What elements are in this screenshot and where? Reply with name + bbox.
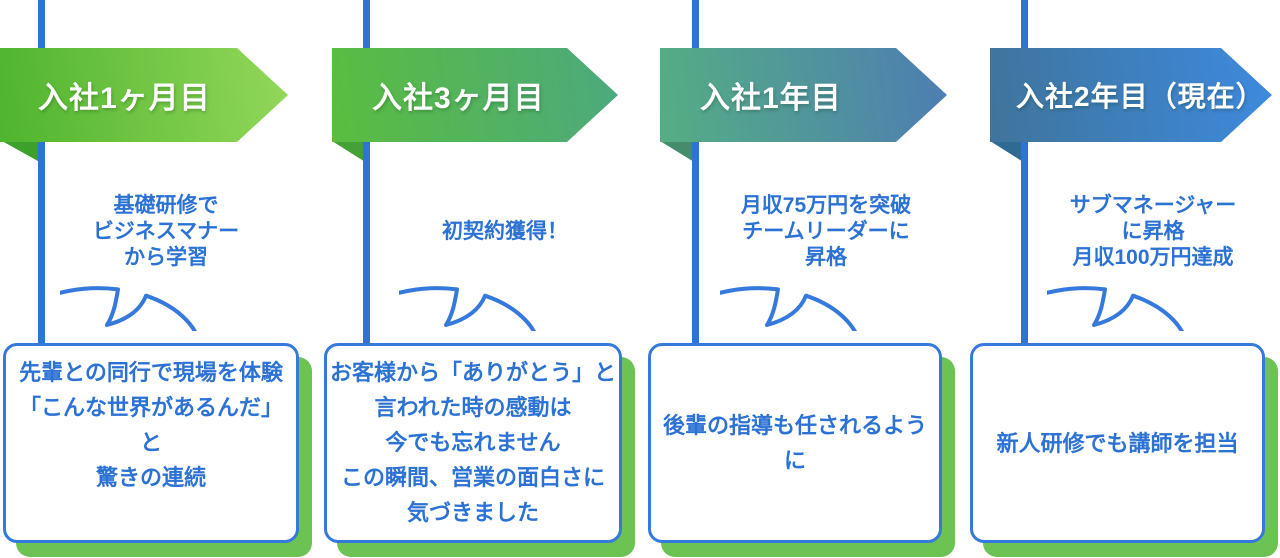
bubble-text: 初契約獲得！: [442, 220, 568, 243]
milestone-arrow-banner: 入社1ヶ月目: [0, 48, 288, 142]
speech-bubble-shape: [60, 286, 197, 331]
milestone-label: 入社1ヶ月目: [38, 82, 211, 115]
milestone-arrow-banner: 入社3ヶ月目: [332, 48, 618, 142]
milestone-label: 入社3ヶ月目: [372, 82, 545, 115]
timeline-connector-line: [363, 0, 370, 346]
speech-bubble: 初契約獲得！: [399, 161, 611, 331]
milestone-detail-card: 新人研修でも講師を担当: [970, 343, 1265, 543]
speech-bubble-shape: [399, 286, 536, 331]
card-text: 後輩の指導も任されるように: [662, 413, 927, 473]
milestone-detail-card: 後輩の指導も任されるように: [648, 343, 942, 543]
bubble-text: 基礎研修で ビジネスマナー から学習: [92, 194, 240, 269]
timeline-connector-line: [1021, 0, 1028, 346]
speech-bubble-shape: [720, 286, 857, 331]
speech-bubble: 月収75万円を突破 チームリーダーに 昇格: [720, 161, 932, 331]
speech-bubble: 基礎研修で ビジネスマナー から学習: [60, 161, 272, 331]
card-text: 先輩との同行で現場を体験 「こんな世界があるんだ」と 驚きの連続: [18, 360, 283, 490]
milestone-detail-card: 先輩との同行で現場を体験 「こんな世界があるんだ」と 驚きの連続: [3, 343, 299, 543]
card-text: 新人研修でも講師を担当: [996, 430, 1239, 456]
milestone-label: 入社1年目: [700, 82, 842, 115]
bubble-text: 月収75万円を突破 チームリーダーに 昇格: [740, 194, 912, 269]
timeline-connector-line: [38, 0, 45, 346]
card-text: お客様から「ありがとう」と 言われた時の感動は 今でも忘れません この瞬間、営業…: [330, 360, 617, 525]
bubble-text: サブマネージャー に昇格 月収100万円達成: [1069, 194, 1237, 269]
speech-bubble-shape: [1047, 286, 1184, 331]
milestone-arrow-banner: 入社2年目（現在）: [990, 48, 1272, 142]
milestone-arrow-banner: 入社1年目: [660, 48, 947, 142]
milestone-detail-card: お客様から「ありがとう」と 言われた時の感動は 今でも忘れません この瞬間、営業…: [324, 343, 622, 543]
milestone-label: 入社2年目（現在）: [1016, 81, 1265, 112]
timeline-connector-line: [692, 0, 699, 346]
speech-bubble: サブマネージャー に昇格 月収100万円達成: [1047, 161, 1259, 331]
